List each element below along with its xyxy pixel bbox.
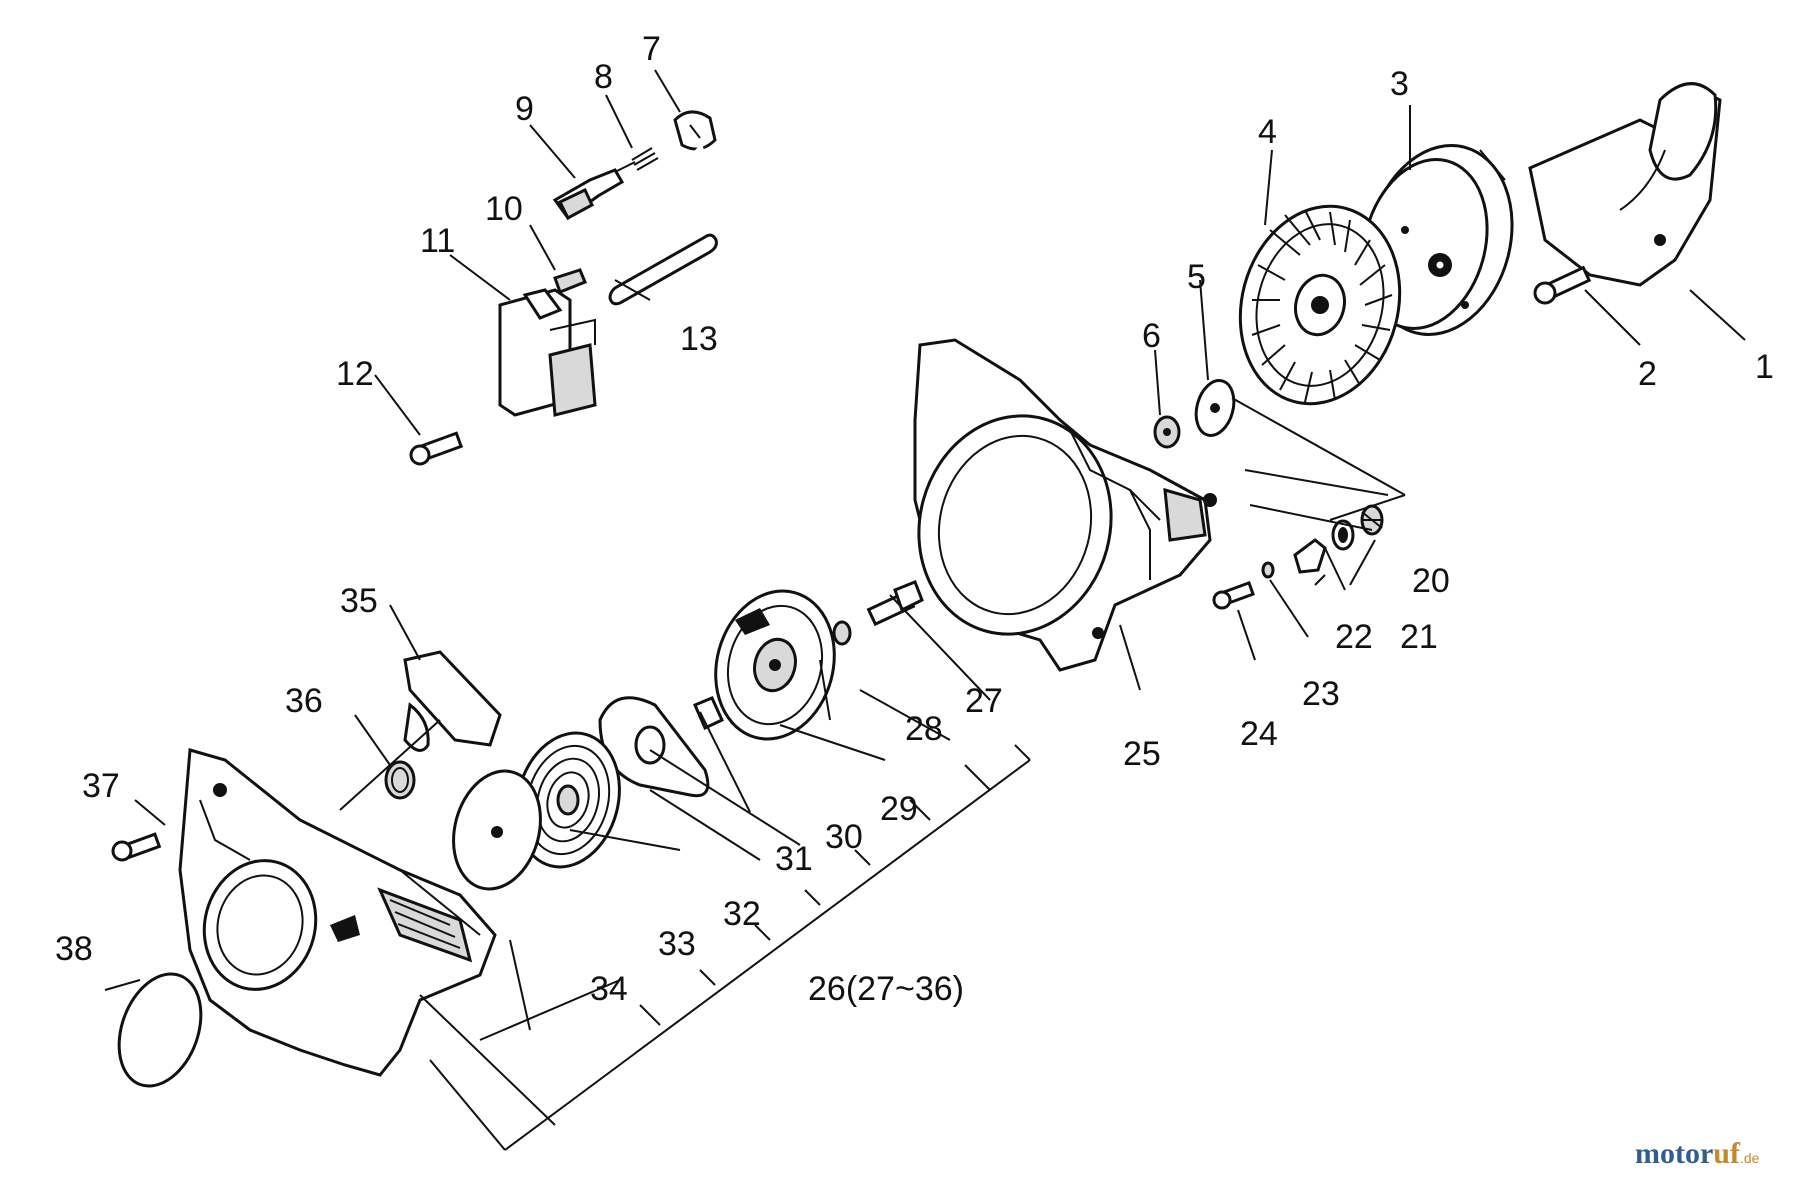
- part-6-nut: [1153, 415, 1181, 449]
- label-2: 2: [1638, 355, 1657, 393]
- label-6: 6: [1142, 317, 1161, 355]
- label-22: 22: [1335, 618, 1373, 656]
- label-20: 20: [1412, 562, 1450, 600]
- part-38-ring: [117, 972, 203, 1088]
- label-11: 11: [420, 222, 455, 260]
- label-12: 12: [336, 355, 374, 393]
- watermark-part1: motor: [1635, 1137, 1713, 1170]
- part-34-disc: [452, 769, 542, 891]
- label-5: 5: [1187, 258, 1206, 296]
- starter-cover: [178, 748, 497, 1077]
- label-24: 24: [1240, 715, 1278, 753]
- label-32: 32: [723, 895, 761, 933]
- part-13-tube: [608, 233, 718, 306]
- label-33: 33: [658, 925, 696, 963]
- label-36: 36: [285, 682, 323, 720]
- watermark-part2: uf: [1713, 1137, 1741, 1170]
- part-20-spring: [1360, 504, 1384, 536]
- part-23-washer: [1261, 561, 1275, 579]
- label-3: 3: [1390, 65, 1409, 103]
- watermark-logo: motoruf.de: [1635, 1137, 1760, 1170]
- part-7-cap: [673, 110, 717, 151]
- label-27: 27: [965, 682, 1003, 720]
- part-30-reel: [714, 589, 836, 741]
- label-8: 8: [594, 58, 613, 96]
- part-1-guard: [1528, 82, 1722, 287]
- part-9-spark-plug: [552, 161, 636, 221]
- label-29: 29: [880, 790, 918, 828]
- part-10-connector: [553, 268, 587, 294]
- part-8-spring: [631, 147, 659, 171]
- part-12-screw: [409, 431, 464, 466]
- label-13: 13: [680, 320, 718, 358]
- label-1: 1: [1755, 348, 1774, 386]
- svg-text:motoruf.de: motoruf.de: [1635, 1137, 1760, 1170]
- label-35: 35: [340, 582, 378, 620]
- label-38: 38: [55, 930, 93, 968]
- label-7: 7: [642, 30, 661, 68]
- leader-lines: [104, 69, 1746, 1151]
- label-26: 26(27~36): [808, 970, 964, 1008]
- label-23: 23: [1302, 675, 1340, 713]
- label-10: 10: [485, 190, 523, 228]
- part-28-washer: [832, 620, 852, 646]
- part-24-screw: [1212, 580, 1256, 610]
- part-27-bolt: [866, 580, 924, 627]
- part-2-screw: [1533, 265, 1592, 305]
- label-31: 31: [775, 840, 813, 878]
- part-37-screw: [111, 832, 162, 862]
- part-25-fan-housing: [913, 338, 1217, 672]
- part-31-pin: [693, 696, 724, 731]
- part-labels: 1 2 3 4 5 6 7 8 9 10 11 12 13 20 21 22 2…: [55, 30, 1774, 1008]
- watermark-suffix: .de: [1740, 1150, 1760, 1166]
- part-11-ignition-coil: [498, 288, 597, 417]
- ignition-wire: [574, 144, 720, 278]
- label-34: 34: [590, 970, 628, 1008]
- part-36-grommet: [384, 760, 416, 800]
- part-35-handle: [403, 650, 502, 752]
- part-4-fan: [1238, 204, 1402, 406]
- label-30: 30: [825, 818, 863, 856]
- part-22-pawl: [1293, 538, 1327, 574]
- label-21: 21: [1400, 618, 1438, 656]
- label-9: 9: [515, 90, 534, 128]
- label-28: 28: [905, 710, 943, 748]
- part-29-rope: [779, 724, 886, 761]
- part-21-pawl-ring: [1331, 519, 1355, 551]
- label-25: 25: [1123, 735, 1161, 773]
- part-5-washer: [1194, 379, 1236, 437]
- label-4: 4: [1258, 113, 1277, 151]
- label-37: 37: [82, 767, 120, 805]
